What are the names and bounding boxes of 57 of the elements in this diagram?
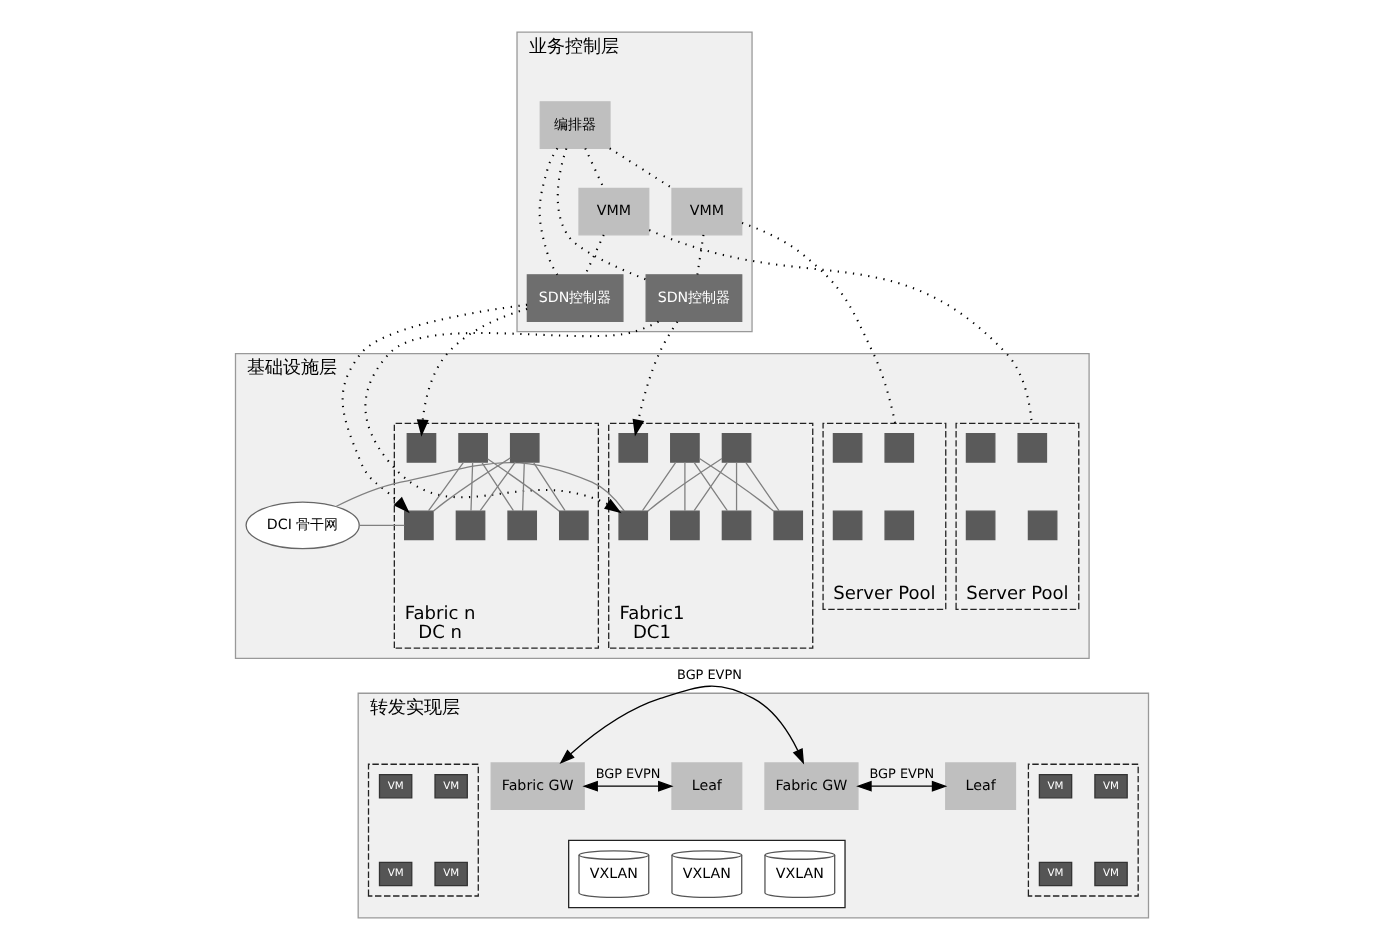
node-box [669, 433, 699, 463]
node-box [669, 510, 699, 541]
connector [426, 461, 464, 512]
node-box [1016, 433, 1047, 463]
connector [486, 458, 559, 512]
arrow [558, 685, 804, 765]
node-box [720, 510, 751, 541]
node-box [405, 433, 436, 463]
node-box [617, 433, 648, 463]
node-box [831, 510, 862, 541]
connector [734, 461, 737, 512]
connector [640, 461, 676, 512]
node-box [457, 433, 487, 463]
arrow [363, 320, 658, 514]
node-box [617, 510, 648, 541]
node-box [883, 510, 914, 541]
connector [695, 234, 704, 275]
node-box [883, 433, 914, 463]
connector [647, 229, 1032, 424]
cluster: Server Pool [821, 422, 946, 610]
connector [334, 461, 624, 512]
arrow [340, 303, 527, 514]
connector [683, 461, 685, 512]
node-box [1026, 510, 1057, 541]
arrow [415, 307, 527, 437]
connector [357, 524, 405, 526]
node-box [403, 510, 433, 541]
connector [555, 148, 646, 281]
node-box [558, 510, 588, 541]
connector [583, 234, 604, 276]
arrow [631, 321, 678, 437]
connector [697, 457, 774, 512]
connector [537, 147, 558, 276]
connector [583, 147, 604, 189]
node-box [964, 510, 995, 541]
node-box [506, 510, 537, 541]
node-box [831, 433, 862, 463]
node-box [454, 510, 485, 541]
arrow [855, 780, 947, 792]
node-box [508, 433, 539, 463]
cluster: Server Pool [954, 422, 1079, 610]
cluster: Fabric1 DC1 [607, 422, 813, 649]
arrow [581, 780, 673, 792]
connector [646, 457, 722, 512]
cluster [366, 763, 478, 897]
connector [469, 461, 473, 512]
connector [740, 221, 896, 424]
cluster [567, 839, 845, 909]
cluster [1026, 763, 1138, 897]
connector [521, 461, 524, 512]
connector [608, 147, 672, 189]
connector [531, 461, 565, 512]
connector [431, 457, 510, 512]
node-box [772, 510, 803, 541]
connector [743, 461, 779, 512]
node-box [964, 433, 995, 463]
node-box [720, 433, 751, 463]
